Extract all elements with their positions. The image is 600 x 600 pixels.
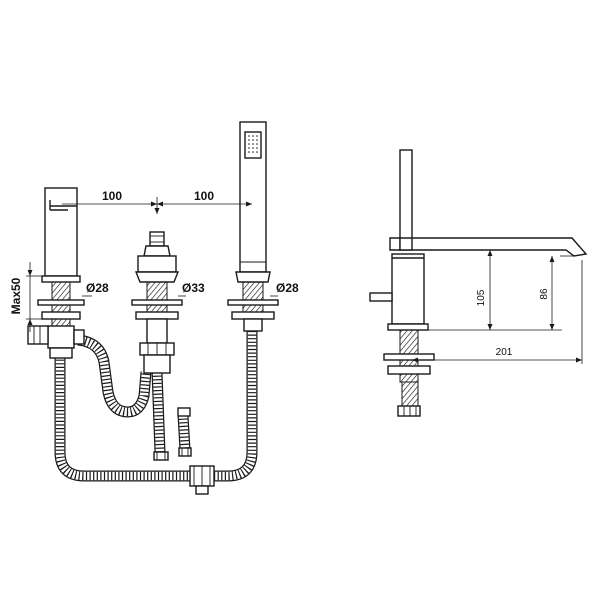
dim-max-deck-label: Max50 [9,277,23,314]
spray-face [248,135,258,153]
spout-unit [27,187,85,359]
dim-side-outlet-label: 86 [539,288,550,300]
valve-unit [131,231,183,374]
side-view: 105 86 201 [369,149,588,417]
flexible-hoses [54,330,258,482]
dim-side-height [424,249,496,331]
dim-side-outlet [496,255,574,331]
hand-shower-unit [227,121,279,332]
dim-dia-valve: Ø33 [182,281,205,295]
dim-spacing-left: 100 [102,189,122,203]
front-view: 100 100 Max50 Ø28 Ø33 Ø28 [9,121,299,495]
dim-spacing-right: 100 [194,189,214,203]
dim-side-reach-label: 201 [496,347,513,358]
dim-dia-spout: Ø28 [86,281,109,295]
supply-fittings [153,407,215,495]
dim-max-deck [26,262,42,332]
dim-dia-shower: Ø28 [276,281,299,295]
dim-side-reach [412,260,583,364]
dim-side-height-label: 105 [476,289,487,306]
dim-spacing [62,197,252,214]
